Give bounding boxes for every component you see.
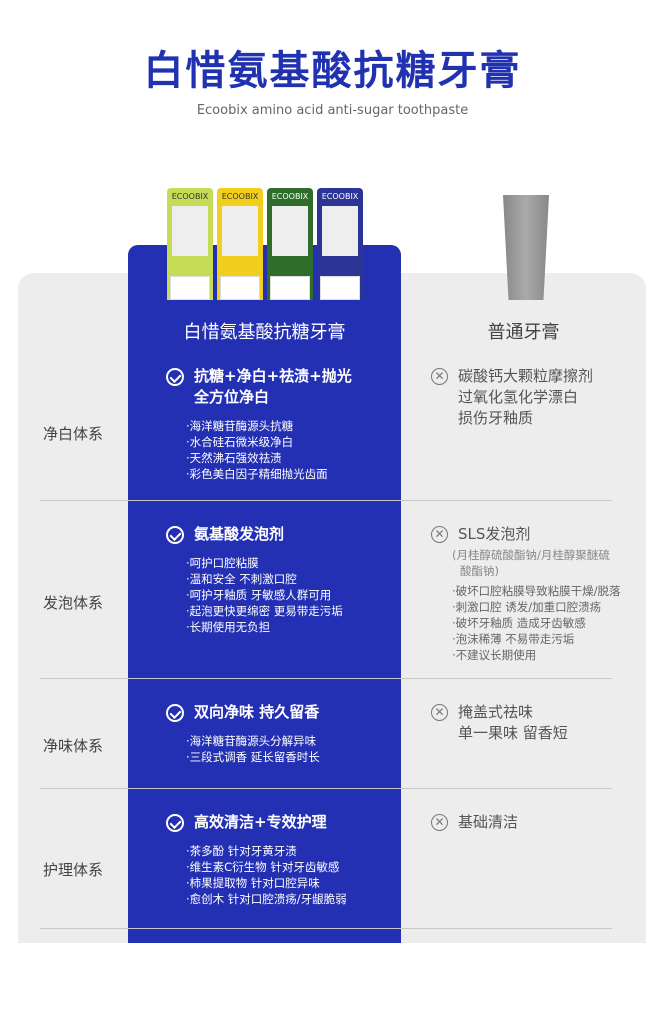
feature-bullet: ·茶多酚 针对牙黄牙渍 [186,844,297,858]
cross-icon: ✕ [431,368,448,385]
brand-logo: ECOOBIX [321,192,359,201]
feature-bullet: ·呵护牙釉质 牙敏感人群可用 [186,588,332,602]
column-header-ours: 白惜氨基酸抗糖牙膏 [183,322,346,343]
feature-bullet: ·破坏口腔粘膜导致粘膜干燥/脱落 [452,584,621,598]
row-label: 发泡体系 [42,594,103,612]
tube-cap [170,276,210,300]
feature-heading: 基础清洁 [458,813,519,831]
feature-bullet: ·水合硅石微米级净白 [186,435,294,449]
feature-heading: 全方位净白 [194,388,270,406]
divider [40,500,612,501]
cross-icon: ✕ [431,814,448,831]
feature-heading: 高效清洁+专效护理 [194,813,327,831]
check-icon [166,814,184,832]
divider [40,788,612,789]
product-tube-image: ECOOBIX [217,188,263,300]
check-icon [166,704,184,722]
feature-heading: 单一果味 留香短 [458,724,568,742]
brand-logo: ECOOBIX [171,192,209,201]
feature-bullet: ·天然沸石强效祛渍 [186,451,282,465]
feature-bullet: ·长期使用无负担 [186,620,271,634]
tube-label [322,206,358,256]
feature-bullet: ·海洋糖苷酶源头分解异味 [186,734,317,748]
product-tube-image: ECOOBIX [317,188,363,300]
row-label: 净白体系 [42,425,103,443]
page-title: 白惜氨基酸抗糖牙膏 [143,48,522,94]
check-icon [166,368,184,386]
feature-bullet: ·呵护口腔粘膜 [186,556,259,570]
cross-icon: ✕ [431,526,448,543]
feature-heading: 碳酸钙大颗粒摩擦剂 [458,367,594,385]
feature-bullet: ·泡沫稀薄 不易带走污垢 [452,632,575,646]
brand-logo: ECOOBIX [271,192,309,201]
row-label: 净味体系 [42,737,103,755]
feature-bullet: ·刺激口腔 诱发/加重口腔溃疡 [452,600,602,614]
feature-heading: 双向净味 持久留香 [194,703,320,721]
feature-heading: 掩盖式祛味 [458,703,534,721]
tube-label [272,206,308,256]
feature-bullet: ·温和安全 不刺激口腔 [186,572,297,586]
feature-bullet: ·起泡更快更绵密 更易带走污垢 [186,604,343,618]
cross-icon: ✕ [431,704,448,721]
feature-note: (月桂醇硫酸酯钠/月桂醇聚醚硫 [452,548,610,562]
feature-bullet: ·破坏牙釉质 造成牙齿敏感 [452,616,586,630]
feature-heading: 过氧化氢化学漂白 [458,388,579,406]
tube-cap [320,276,360,300]
feature-heading: SLS发泡剂 [458,525,531,543]
feature-heading: 损伤牙釉质 [458,409,534,427]
tube-label [172,206,208,256]
feature-heading: 氨基酸发泡剂 [194,525,285,543]
tube-cap [220,276,260,300]
feature-heading: 抗糖+净白+祛渍+抛光 [194,367,352,385]
tube-label [222,206,258,256]
feature-bullet: ·柿果提取物 针对口腔异味 [186,876,320,890]
feature-bullet: ·三段式调香 延长留香时长 [186,750,320,764]
feature-note: 酸酯钠) [460,564,499,578]
plain-toothpaste-image [503,195,549,300]
column-header-normal: 普通牙膏 [487,322,560,343]
tube-cap [270,276,310,300]
product-tube-image: ECOOBIX [267,188,313,300]
divider [40,928,612,929]
feature-bullet: ·海洋糖苷酶源头抗糖 [186,419,294,433]
feature-bullet: ·不建议长期使用 [452,648,537,662]
row-label: 护理体系 [42,861,103,879]
page-subtitle: Ecoobix amino acid anti-sugar toothpaste [196,103,469,118]
divider [40,678,612,679]
check-icon [166,526,184,544]
feature-bullet: ·愈创木 针对口腔溃疡/牙龈脆弱 [186,892,347,906]
feature-bullet: ·维生素C衍生物 针对牙齿敏感 [186,860,340,874]
product-tube-image: ECOOBIX [167,188,213,300]
feature-bullet: ·彩色美白因子精细抛光齿面 [186,467,328,481]
brand-logo: ECOOBIX [221,192,259,201]
